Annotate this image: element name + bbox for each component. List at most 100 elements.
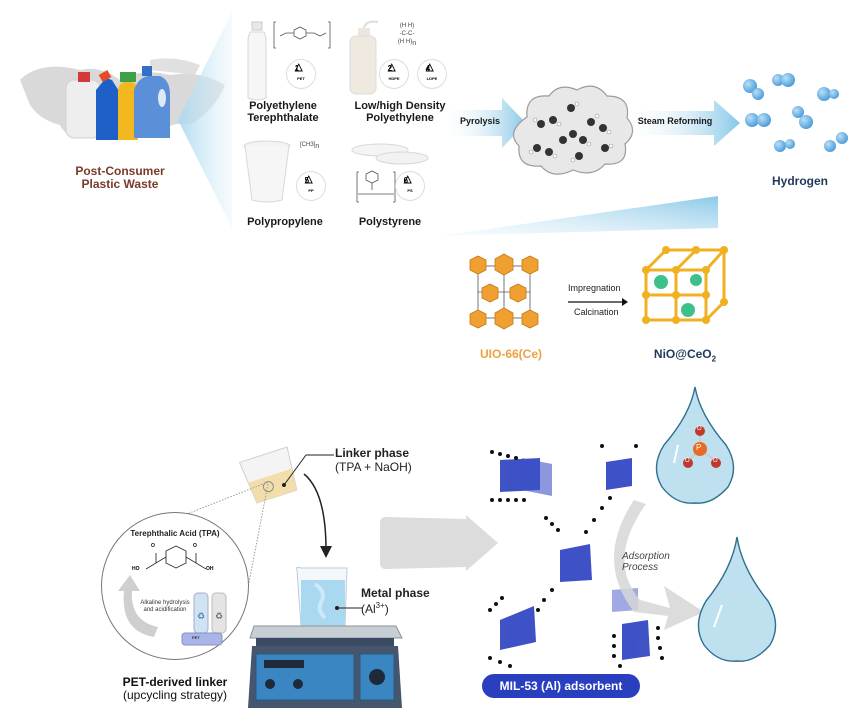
recycle-code-2: △2 HDPE — [380, 60, 408, 88]
water-bottle-icon — [247, 21, 267, 101]
metal-phase-label: Metal phase (Al3+) — [361, 586, 430, 617]
pe-structure: (H H)-C-C-(H H)n — [397, 23, 417, 48]
steam-reforming-label: Steam Reforming — [637, 116, 713, 126]
pyrolysis-label: Pyrolysis — [459, 116, 501, 126]
pet-structure-icon — [273, 21, 331, 49]
linker-phase-composition: (TPA + NaOH) — [335, 459, 412, 474]
metal-phase-title: Metal phase — [361, 586, 430, 600]
hotplate-stirrer-icon — [248, 625, 403, 708]
tpa-title: Terephthalic Acid (TPA) — [130, 529, 220, 538]
recycle-code-5: △5 PP — [297, 172, 325, 200]
recycle-number: 1 — [294, 64, 300, 73]
subscript-n: n — [412, 40, 417, 48]
recycle-code-1: △1 PET — [287, 60, 315, 88]
plastic-name-line2: Terephthalate — [247, 112, 319, 125]
metal-phase-pointer — [335, 606, 362, 610]
hydrogen-label: Hydrogen — [771, 174, 828, 188]
recycle-abbr: PP — [308, 188, 314, 193]
plastic-name-pp: Polypropylene — [240, 216, 330, 228]
tpa-atom-oh: OH — [206, 566, 214, 572]
hydrogen-molecules-icon — [743, 73, 848, 152]
uio66-structure-icon — [469, 253, 539, 330]
pyrolysis-arrow — [440, 98, 526, 148]
plastic-name-pe: Low/high Density Polyethylene — [350, 100, 450, 124]
adsorption-line2: Process — [622, 562, 659, 573]
oxygen-atom-left: O — [685, 458, 690, 464]
plastic-waste-illustration — [0, 40, 240, 160]
ps-structure-icon — [356, 170, 396, 203]
phosphate-drop-icon — [655, 386, 735, 504]
blue-bottle-icon — [96, 70, 122, 140]
clean-water-drop-icon — [697, 536, 777, 662]
linker-phase-pointer — [282, 454, 334, 487]
pet-bottles-icon: ♻ ♻ — [181, 592, 227, 646]
recycle-abbr: LDPE — [426, 76, 438, 81]
pouring-beaker-icon — [238, 446, 298, 504]
recycle-abbr: PET — [297, 76, 305, 81]
mof-badge: MIL-53 (Al) adsorbent — [482, 674, 640, 698]
adsorption-label: Adsorption Process — [622, 551, 670, 573]
pet-linker-label: PET-derived linker (upcycling strategy) — [100, 675, 250, 703]
plastic-name-line1: Polypropylene — [247, 216, 323, 228]
plastic-name-line1: Low/high Density — [354, 100, 446, 112]
tpa-inset: Terephthalic Acid (TPA) O O HO OH Alkali… — [101, 512, 249, 660]
recycle-number: 5 — [304, 176, 310, 185]
tpa-atom-o-left: O — [151, 543, 155, 549]
recycle-number: 4 — [425, 64, 431, 73]
hydrolysis-label: Alkaline hydrolysis and acidification — [130, 600, 200, 614]
petri-dish-icon — [351, 143, 429, 165]
phosphorus-atom: P — [696, 443, 702, 452]
recycle-abbr: PS — [407, 188, 413, 193]
nio-ceo2-label: NiO@CeO2 — [630, 347, 740, 364]
adsorption-line1: Adsorption — [622, 551, 670, 562]
calcination-label: Calcination — [574, 307, 619, 317]
plastic-name-pet: Polyethylene Terephthalate — [238, 100, 328, 124]
detergent-jug-icon — [134, 66, 170, 138]
recycle-code-4: △4 LDPE — [418, 60, 446, 88]
oxygen-atom-top: O — [697, 426, 702, 432]
metal-ion-charge: 3+ — [375, 600, 385, 610]
uio66-label: UIO-66(Ce) — [479, 347, 542, 361]
nio-ceo2-main: NiO@CeO — [653, 347, 712, 361]
plastic-name-line1: Polystyrene — [358, 216, 422, 228]
hydrolysis-line2: and acidification — [143, 607, 187, 614]
recycle-number: 6 — [403, 176, 409, 185]
plastic-cup-icon — [243, 140, 291, 203]
mil53-structure-icon — [488, 444, 664, 668]
pour-arrow — [303, 473, 332, 558]
recycle-abbr: HDPE — [388, 76, 400, 81]
metal-beaker-icon — [296, 566, 348, 627]
plastic-name-line2: Polyethylene — [366, 112, 434, 125]
linker-phase-title: Linker phase — [335, 446, 410, 460]
tpa-structure-icon — [145, 545, 207, 570]
nio-ceo2-subscript: 2 — [711, 354, 717, 364]
svg-text:♻: ♻ — [215, 611, 223, 621]
plastic-name-line1: Polyethylene — [249, 100, 317, 112]
subscript-n: n — [315, 143, 320, 151]
pet-linker-title: PET-derived linker — [122, 675, 228, 689]
svg-text:♻: ♻ — [197, 611, 205, 621]
recycle-code-6: △6 PS — [396, 172, 424, 200]
steam-reforming-arrow — [622, 100, 740, 146]
metal-ion: (Al3+) — [361, 600, 389, 616]
waste-label-line2: Plastic Waste — [81, 177, 159, 192]
pet-tag: PET — [192, 635, 200, 640]
hydrolysis-line1: Alkaline hydrolysis — [140, 600, 190, 606]
process-arrow — [380, 515, 498, 571]
conversion-arrow — [568, 298, 628, 306]
tpa-atom-o-right: O — [193, 543, 197, 549]
recycle-number: 2 — [387, 64, 393, 73]
methyl-group: CH3 — [301, 142, 314, 148]
waste-label: Post-Consumer Plastic Waste — [50, 164, 190, 192]
pet-linker-subtitle: (upcycling strategy) — [122, 688, 228, 703]
juice-bottle-icon — [118, 72, 138, 140]
pp-structure: [CH3]n — [300, 142, 320, 151]
waste-label-line1: Post-Consumer — [75, 164, 165, 178]
plastic-name-ps: Polystyrene — [345, 216, 435, 228]
linker-phase-label: Linker phase (TPA + NaOH) — [335, 446, 412, 475]
curved-arrow-icon — [118, 575, 158, 637]
tpa-atom-ho: HO — [132, 566, 140, 572]
inset-guide-lines — [181, 481, 269, 599]
impregnation-label: Impregnation — [568, 283, 621, 293]
oxygen-atom-right: O — [713, 458, 718, 464]
